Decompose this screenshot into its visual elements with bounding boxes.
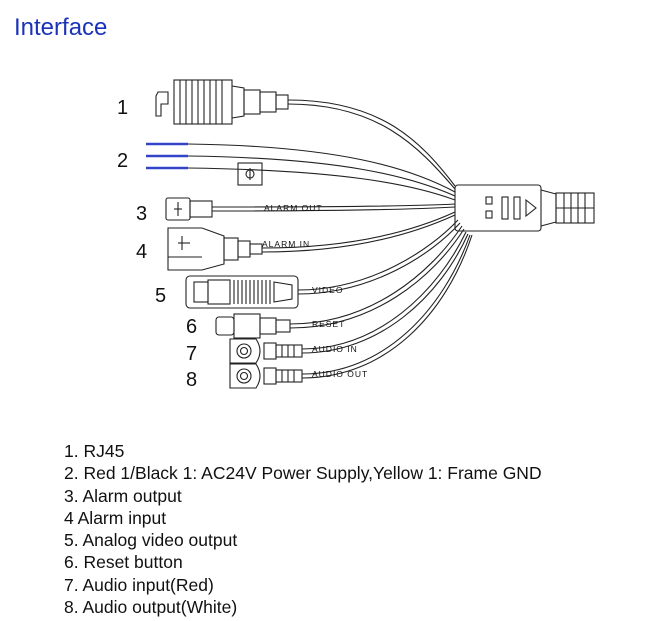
alarm-out-connector-drawing (165, 197, 213, 221)
wire-label-reset: RESET (312, 319, 345, 329)
connector-number-4: 4 (136, 241, 147, 263)
legend-item-2: 2. Red 1/Black 1: AC24V Power Supply,Yel… (64, 463, 542, 484)
legend-item-1: 1. RJ45 (64, 441, 125, 461)
connector-number-5: 5 (155, 285, 166, 307)
connector-number-1: 1 (117, 97, 128, 119)
rj45-connector-drawing (155, 79, 289, 125)
legend-item-7: 7. Audio input(Red) (64, 574, 214, 595)
connector-number-8: 8 (186, 369, 197, 391)
video-connector-drawing (185, 275, 299, 309)
power-wires-drawing (146, 142, 263, 186)
legend-item-5: 5. Analog video output (64, 530, 238, 551)
page-title: Interface (14, 14, 108, 41)
legend-item-3: 3. Alarm output (64, 485, 182, 506)
alarm-in-connector-drawing (167, 227, 263, 271)
audio-out-connector-drawing (229, 363, 303, 389)
wire-label-alarm-in: ALARM IN (262, 239, 310, 249)
legend-item-8: 8. Audio output(White) (64, 597, 238, 618)
legend-item-4: 4 Alarm input (64, 507, 167, 528)
legend-list: 1. RJ45 2. Red 1/Black 1: AC24V Power Su… (64, 440, 542, 618)
cable-wires (187, 99, 473, 379)
cable-diagram: 1 2 3 4 5 6 7 8 ALARM OUT ALARM IN VIDEO… (117, 79, 595, 391)
reset-connector-drawing (215, 313, 291, 339)
connector-number-2: 2 (117, 150, 128, 172)
connector-number-6: 6 (186, 316, 197, 338)
connector-number-3: 3 (136, 203, 147, 225)
connector-number-7: 7 (186, 343, 197, 365)
legend-item-6: 6. Reset button (64, 552, 183, 573)
wire-label-audio-out: AUDIO OUT (312, 369, 368, 379)
main-connector-hub (454, 184, 595, 232)
wire-label-video: VIDEO (312, 285, 343, 295)
wire-label-audio-in: AUDIO IN (312, 344, 358, 354)
wire-label-alarm-out: ALARM OUT (264, 203, 323, 213)
audio-in-connector-drawing (229, 338, 303, 364)
